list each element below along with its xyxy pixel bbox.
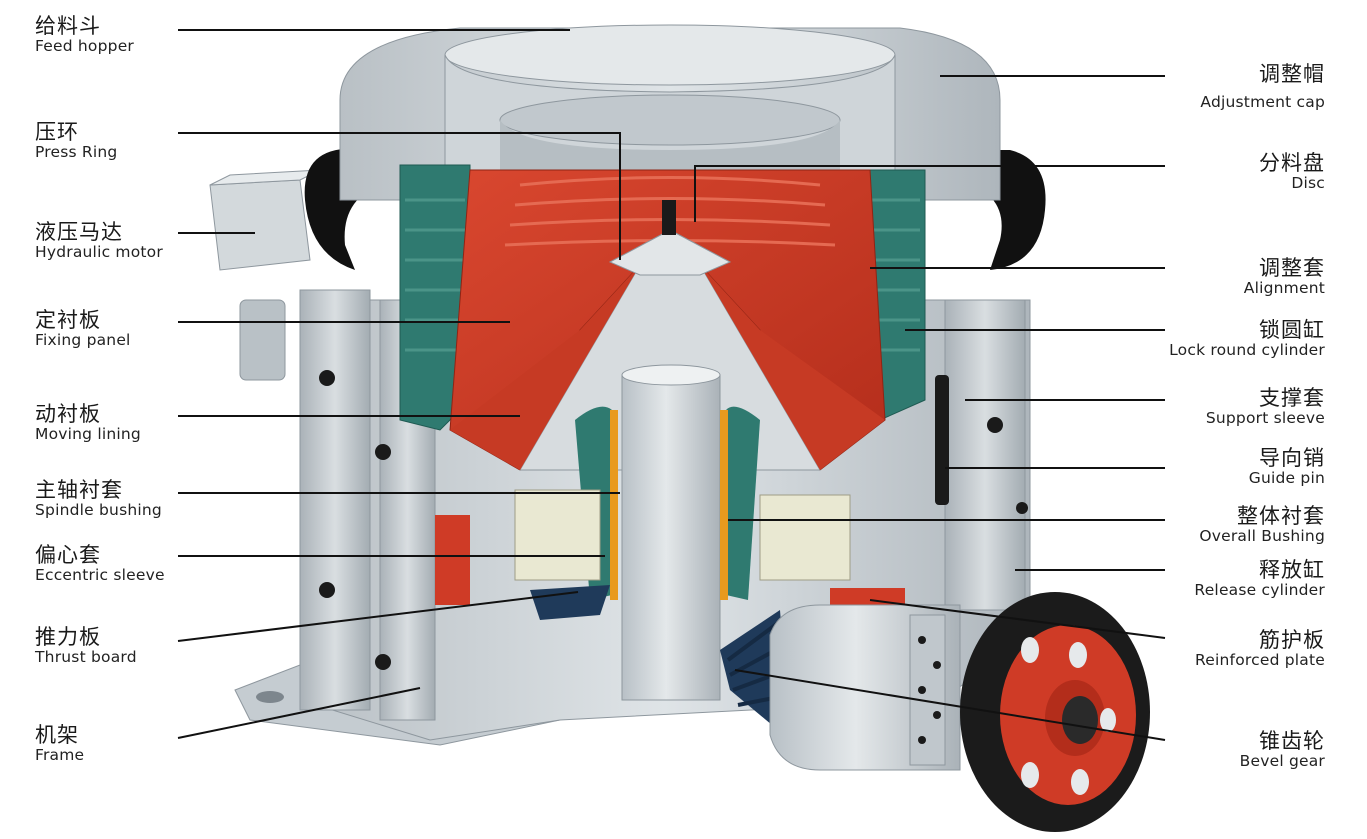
label-en: Moving lining	[35, 425, 141, 444]
label-feed-hopper: 给料斗 Feed hopper	[35, 14, 134, 56]
label-zh: 主轴衬套	[35, 478, 123, 502]
label-zh: 定衬板	[35, 308, 101, 332]
frame-foot-hole	[256, 691, 284, 703]
label-en: Disc	[1291, 174, 1325, 193]
label-en: Alignment	[1243, 279, 1325, 298]
label-en: Adjustment cap	[1200, 93, 1325, 112]
label-zh: 动衬板	[35, 402, 101, 426]
label-moving-lining: 动衬板 Moving lining	[35, 402, 141, 444]
label-support-sleeve: 支撑套 Support sleeve	[1206, 386, 1325, 428]
label-en: Eccentric sleeve	[35, 566, 165, 585]
label-lock-round-cylinder: 锁圆缸 Lock round cylinder	[1169, 318, 1325, 360]
frame-column-right	[944, 299, 1026, 611]
label-en: Lock round cylinder	[1169, 341, 1325, 360]
frame-column-left	[299, 289, 371, 711]
label-zh: 锥齿轮	[1259, 729, 1325, 753]
label-zh: 调整套	[1259, 256, 1325, 280]
label-eccentric-sleeve: 偏心套 Eccentric sleeve	[35, 543, 165, 585]
label-en: Press Ring	[35, 143, 118, 162]
leader-lines-right	[694, 75, 1166, 741]
label-zh: 筋护板	[1259, 628, 1325, 652]
label-zh: 锁圆缸	[1259, 318, 1325, 342]
label-frame: 机架 Frame	[35, 723, 84, 765]
leader-lines-left	[177, 29, 621, 739]
label-en: Reinforced plate	[1195, 651, 1325, 670]
label-en: Thrust board	[35, 648, 137, 667]
label-en: Support sleeve	[1205, 409, 1325, 428]
label-en: Bevel gear	[1239, 752, 1325, 771]
overall-bushing-right	[759, 494, 851, 581]
label-zh: 支撑套	[1259, 386, 1325, 410]
label-zh: 推力板	[35, 625, 101, 649]
label-zh: 偏心套	[35, 543, 101, 567]
label-zh: 分料盘	[1259, 151, 1325, 175]
label-zh: 导向销	[1259, 446, 1325, 470]
eccentric-sleeve-left	[514, 489, 601, 581]
feed-hopper-rim	[444, 24, 896, 86]
main-shaft	[621, 374, 721, 701]
label-fixing-panel: 定衬板 Fixing panel	[35, 308, 131, 350]
label-thrust-board: 推力板 Thrust board	[35, 625, 137, 667]
label-en: Fixing panel	[35, 331, 131, 350]
label-reinforced-plate: 筋护板 Reinforced plate	[1195, 628, 1325, 670]
label-overall-bushing: 整体衬套 Overall Bushing	[1199, 504, 1325, 546]
label-zh: 压环	[35, 120, 79, 144]
label-disc: 分料盘 Disc	[1259, 151, 1325, 193]
label-zh: 整体衬套	[1237, 504, 1325, 528]
label-en: Release cylinder	[1194, 581, 1325, 600]
label-zh: 液压马达	[35, 220, 123, 244]
distribution-disc	[608, 229, 732, 276]
label-alignment: 调整套 Alignment	[1244, 256, 1325, 298]
label-bevel-gear: 锥齿轮 Bevel gear	[1240, 729, 1325, 771]
label-en: Guide pin	[1248, 469, 1325, 488]
label-en: Spindle bushing	[35, 501, 162, 520]
spindle-bushing-right	[726, 406, 760, 600]
label-zh: 给料斗	[35, 14, 101, 38]
label-release-cylinder: 释放缸 Release cylinder	[1194, 558, 1325, 600]
thrust-board	[530, 585, 610, 620]
label-en: Overall Bushing	[1199, 527, 1325, 546]
guide-pin	[935, 375, 949, 505]
label-zh: 机架	[35, 723, 79, 747]
label-adjustment-cap: 调整帽 Adjustment cap	[1200, 62, 1325, 112]
label-zh: 释放缸	[1259, 558, 1325, 582]
label-en: Frame	[35, 746, 85, 765]
label-guide-pin: 导向销 Guide pin	[1249, 446, 1325, 488]
label-spindle-bushing: 主轴衬套 Spindle bushing	[35, 478, 162, 520]
label-en: Hydraulic motor	[35, 243, 163, 262]
label-press-ring: 压环 Press Ring	[35, 120, 117, 162]
label-en: Feed hopper	[35, 37, 134, 56]
label-zh: 调整帽	[1259, 62, 1325, 86]
label-hydraulic-motor: 液压马达 Hydraulic motor	[35, 220, 163, 262]
pulley-wheel	[960, 592, 1150, 832]
